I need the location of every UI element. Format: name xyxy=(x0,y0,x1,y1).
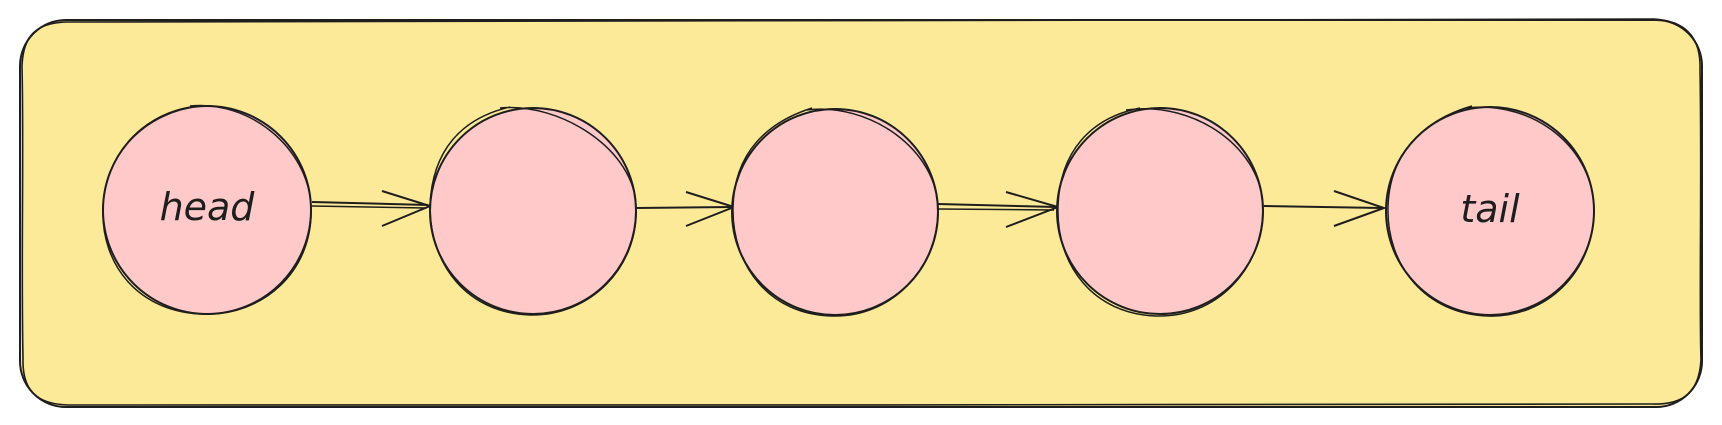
nodes: head tail xyxy=(102,104,1595,317)
node-tail: tail xyxy=(1385,105,1595,317)
arrow-4 xyxy=(1263,190,1388,227)
node-circle xyxy=(429,107,637,315)
node-circle xyxy=(731,108,939,316)
node-circle xyxy=(1056,107,1264,315)
node-sketch-stroke xyxy=(732,107,939,317)
node-label: head xyxy=(160,185,256,229)
node-3 xyxy=(731,107,939,317)
arrowhead-icon xyxy=(1333,190,1388,227)
node-sketch-stroke xyxy=(102,104,312,315)
node-2 xyxy=(429,106,637,316)
node-sketch-stroke xyxy=(1057,107,1264,317)
node-sketch-stroke xyxy=(1387,105,1595,317)
container-sketch-stroke xyxy=(21,18,1702,406)
node-sketch-stroke xyxy=(429,106,637,316)
node-4 xyxy=(1056,107,1264,317)
node-label: tail xyxy=(1460,187,1520,231)
node-head: head xyxy=(102,104,312,315)
edges xyxy=(311,190,1388,228)
